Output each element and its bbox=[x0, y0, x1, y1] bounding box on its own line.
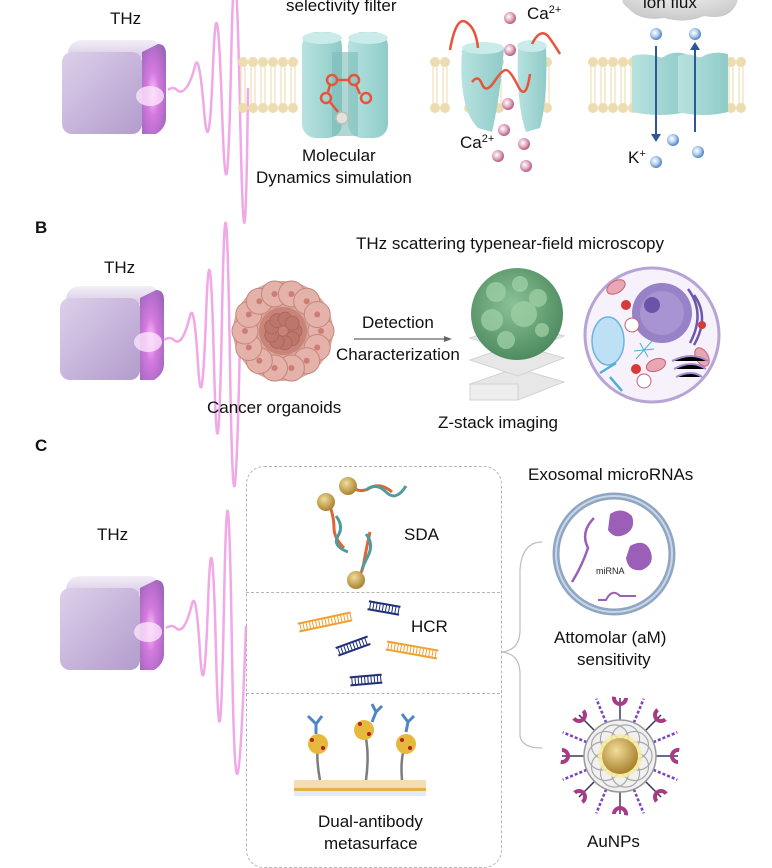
thz-wave-c bbox=[165, 509, 248, 775]
selectivity-filter-channel bbox=[302, 32, 388, 138]
z-stack-label: Z-stack imaging bbox=[438, 413, 558, 432]
aunp-illustration bbox=[554, 690, 686, 822]
hcr-label: HCR bbox=[411, 617, 448, 636]
dual-antibody-metasurface bbox=[294, 703, 426, 796]
thz-label-b: THz bbox=[104, 258, 136, 277]
potassium-channel bbox=[632, 28, 728, 168]
thz-label-c: THz bbox=[97, 525, 129, 544]
exosomal-mirna-title: Exosomal microRNAs bbox=[528, 465, 694, 484]
ca-label-bottom: Ca2+ bbox=[460, 133, 495, 152]
eukaryotic-cell bbox=[583, 266, 721, 404]
microscopy-label: THz scattering typenear-field microscopy bbox=[356, 234, 665, 253]
thz-label-a: THz bbox=[110, 9, 142, 28]
sda-illustration bbox=[317, 477, 408, 589]
md-label-line1: Molecular bbox=[302, 146, 376, 165]
panel-letter-b: B bbox=[35, 218, 48, 237]
mirna-label: miRNA bbox=[596, 566, 625, 576]
z-stack-spheroid bbox=[468, 268, 566, 401]
ca-label-top: Ca2+ bbox=[527, 4, 562, 23]
ca-ions bbox=[492, 12, 532, 172]
sensitivity-line1: Attomolar (aM) bbox=[554, 628, 667, 647]
cancer-organoid bbox=[231, 280, 335, 382]
selectivity-filter-label: selectivity filter bbox=[286, 0, 397, 15]
thz-wave-a bbox=[167, 0, 250, 224]
thz-source-cube-b bbox=[60, 286, 164, 380]
thz-source-cube-c bbox=[60, 576, 164, 670]
panel-letter-c: C bbox=[35, 436, 48, 455]
hcr-illustration bbox=[297, 600, 439, 687]
k-ion-label: K+ bbox=[628, 148, 646, 167]
divider-1 bbox=[246, 592, 500, 593]
grouping-brace bbox=[501, 541, 543, 749]
thz-wave-b bbox=[163, 221, 242, 488]
exosome-illustration bbox=[552, 492, 676, 616]
sensitivity-line2: sensitivity bbox=[577, 650, 651, 669]
cancer-organoids-label: Cancer organoids bbox=[207, 398, 342, 417]
sda-label: SDA bbox=[404, 525, 439, 544]
metasurface-label-line1: Dual-antibody bbox=[318, 812, 423, 831]
detection-arrow bbox=[354, 336, 452, 342]
metasurface-label-line2: metasurface bbox=[324, 834, 418, 853]
detection-label: Detection bbox=[362, 313, 434, 332]
md-label-line2: Dynamics simulation bbox=[256, 168, 412, 187]
characterization-label: Characterization bbox=[336, 345, 460, 364]
ion-flux-cloud bbox=[622, 0, 738, 21]
ion-flux-label: ion flux bbox=[643, 0, 697, 12]
divider-2 bbox=[246, 693, 500, 694]
aunps-label: AuNPs bbox=[587, 832, 640, 851]
thz-source-cube-a bbox=[62, 40, 166, 134]
calcium-channel bbox=[448, 12, 562, 172]
